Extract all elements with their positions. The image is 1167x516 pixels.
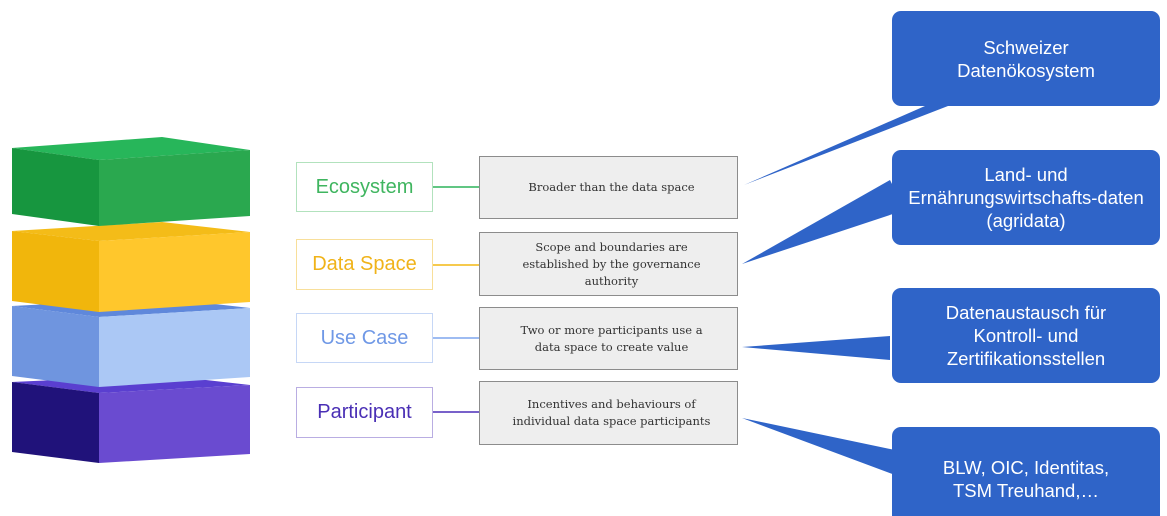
layer-label-use-case: Use Case (296, 313, 433, 363)
callout-use-case: Datenaustausch für Kontroll- und Zertifi… (892, 288, 1160, 383)
data-space-slab (12, 222, 250, 312)
participant-slab (12, 375, 250, 463)
use-case-slab (12, 298, 250, 387)
callout-data-space: Land- und Ernährungswirtschafts-daten (a… (892, 150, 1160, 245)
layer-label-data-space: Data Space (296, 239, 433, 290)
ecosystem-slab (12, 137, 250, 226)
layer-description-participant: Incentives and behaviours of individual … (479, 381, 738, 445)
layer-description-use-case: Two or more participants use a data spac… (479, 307, 738, 370)
layer-description-ecosystem: Broader than the data space (479, 156, 738, 219)
layer-description-data-space: Scope and boundaries are established by … (479, 232, 738, 296)
callout-participant: BLW, OIC, Identitas, TSM Treuhand,… (892, 427, 1160, 516)
layer-label-ecosystem: Ecosystem (296, 162, 433, 212)
layer-label-participant: Participant (296, 387, 433, 438)
callout-ecosystem: Schweizer Datenökosystem (892, 11, 1160, 106)
